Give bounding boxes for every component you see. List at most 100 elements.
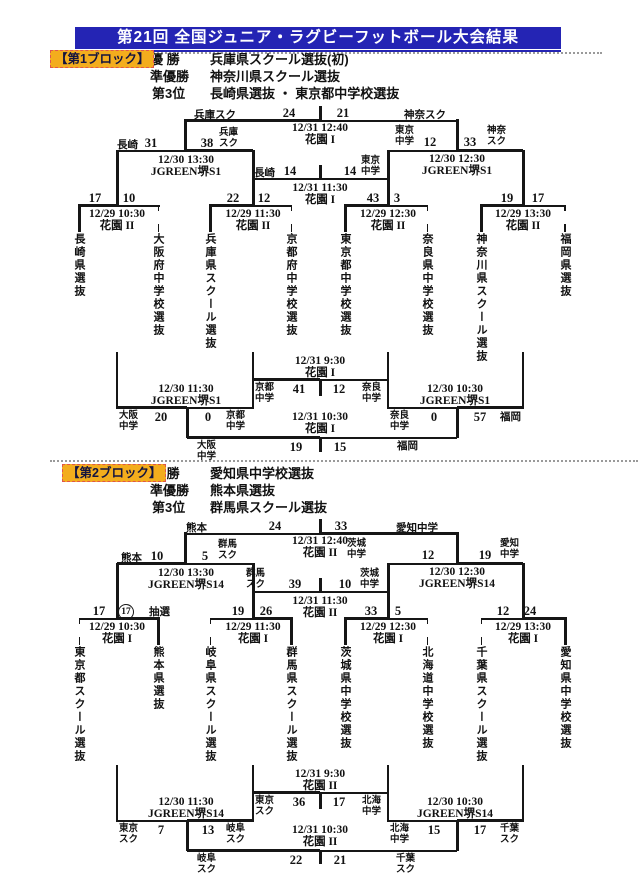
bracket-line xyxy=(455,407,459,438)
abbr-line: 大阪 xyxy=(197,440,217,451)
bracket-line xyxy=(457,562,523,565)
bracket-line xyxy=(564,205,566,211)
match-info: 12/30 10:30 JGREEN堺S14 xyxy=(400,796,510,820)
match-score: 33 xyxy=(364,604,378,618)
bracket-line xyxy=(290,617,293,645)
match-datetime: 12/29 12:30 xyxy=(360,208,416,220)
team-abbr: 東京 スク xyxy=(119,823,139,845)
abbr-line: 中学 xyxy=(347,548,367,560)
bracket-line xyxy=(455,820,459,851)
bracket-line xyxy=(318,379,322,396)
bracket-line xyxy=(78,637,80,645)
header-underline xyxy=(75,50,561,52)
match-venue: 花園 II xyxy=(370,220,406,232)
bracket-line xyxy=(318,850,322,864)
match-datetime: 12/30 12:30 xyxy=(429,153,485,165)
team-abbr: 長崎 xyxy=(254,167,275,179)
bracket-line xyxy=(209,618,211,624)
match-venue: 花園 II xyxy=(505,220,541,232)
bracket-line xyxy=(386,150,390,205)
bracket-line xyxy=(320,532,457,535)
bracket-line xyxy=(345,617,388,620)
match-venue: 花園 II xyxy=(235,220,271,232)
team-abbr: 東京 中学 xyxy=(395,125,415,147)
abbr-line: 千葉 xyxy=(396,853,416,864)
bracket-line xyxy=(209,637,211,645)
bracket-line xyxy=(253,617,291,620)
team-abbr: 京都 中学 xyxy=(255,382,274,404)
match-score: 14 xyxy=(343,164,357,178)
bracket-line xyxy=(457,149,523,152)
match-datetime: 12/31 9:30 xyxy=(294,355,346,367)
match-score: 17 xyxy=(473,823,487,837)
bracket-line xyxy=(387,352,389,409)
bracket-line xyxy=(480,204,483,232)
match-score: 31 xyxy=(144,136,158,150)
abbr-line: 奈良 xyxy=(362,382,382,393)
team-abbr: 北海 中学 xyxy=(390,823,410,845)
abbr-line: 北海 xyxy=(390,823,410,834)
bracket-line xyxy=(79,204,117,207)
match-datetime: 12/31 11:30 xyxy=(292,595,348,607)
match-venue: 花園 I xyxy=(304,134,336,146)
bracket-line xyxy=(388,407,457,409)
bracket-line xyxy=(564,617,567,645)
match-venue: 花園 II xyxy=(302,607,338,619)
abbr-line: 東京 xyxy=(255,795,275,806)
abbr-line: 東京 xyxy=(119,823,139,834)
bracket-line xyxy=(115,563,119,618)
match-info: 12/29 13:30 花園 II xyxy=(468,208,578,232)
match-info: 12/29 11:30 花園 I xyxy=(198,621,308,645)
match-venue: 花園 I xyxy=(372,633,404,645)
bracket-line xyxy=(157,617,160,645)
match-venue: 花園 II xyxy=(302,836,338,848)
bracket-line xyxy=(523,205,565,207)
match-score: 22 xyxy=(226,191,240,205)
finalist-label: 愛知中学 xyxy=(396,522,438,534)
abbr-line: 岐阜 xyxy=(197,853,217,864)
bracket-line xyxy=(253,791,320,794)
match-datetime: 12/31 12:40 xyxy=(292,535,348,547)
bracket-line xyxy=(184,119,187,150)
abbr-line: スク xyxy=(119,833,139,845)
bracket-line xyxy=(481,618,523,620)
team-abbr: 千葉 スク xyxy=(396,853,416,875)
team-abbr: 福岡 xyxy=(500,411,521,423)
abbr-line: スク xyxy=(246,578,266,590)
team-name: 熊本県選抜 xyxy=(152,646,164,711)
abbr-line: 京都 xyxy=(226,410,246,421)
match-venue: 花園 II xyxy=(302,547,338,559)
match-datetime: 12/29 10:30 xyxy=(89,621,145,633)
bracket-line xyxy=(157,205,159,211)
match-info: 12/29 11:30 花園 II xyxy=(198,208,308,232)
bracket-line xyxy=(318,519,322,533)
team-abbr: 千葉 スク xyxy=(500,823,520,845)
match-score: 10 xyxy=(338,577,352,591)
block-separator xyxy=(50,460,638,462)
match-score: 12 xyxy=(332,382,346,396)
match-venue: 花園 I xyxy=(304,423,336,435)
bracket-line xyxy=(344,204,347,232)
team-abbr: 大阪 中学 xyxy=(119,410,138,432)
match-score: 19 xyxy=(478,548,492,562)
match-datetime: 12/30 13:30 xyxy=(158,154,214,166)
match-score: 24 xyxy=(523,604,537,618)
match-score: 7 xyxy=(157,823,165,837)
abbr-line: 東京 xyxy=(395,125,415,136)
abbr-line: 北海 xyxy=(362,795,382,806)
match-datetime: 12/31 10:30 xyxy=(292,824,348,836)
bracket-line xyxy=(426,637,428,645)
match-score: 13 xyxy=(201,823,215,837)
match-info: 12/31 9:30 花園 I xyxy=(265,355,375,379)
team-name: 神奈川県スクール選抜 xyxy=(475,233,487,363)
bracket-line xyxy=(426,224,428,232)
team-name: 北海道中学校選抜 xyxy=(421,646,433,750)
bracket-line xyxy=(320,792,388,794)
rank-label: 第3位 xyxy=(152,86,186,101)
bracket-line xyxy=(78,204,81,232)
match-datetime: 12/29 10:30 xyxy=(89,208,145,220)
abbr-line: 千葉 xyxy=(500,823,520,834)
team-name: 福岡県選抜 xyxy=(559,233,571,298)
rank-label: 準優勝 xyxy=(150,483,190,498)
match-score: 24 xyxy=(282,106,296,120)
